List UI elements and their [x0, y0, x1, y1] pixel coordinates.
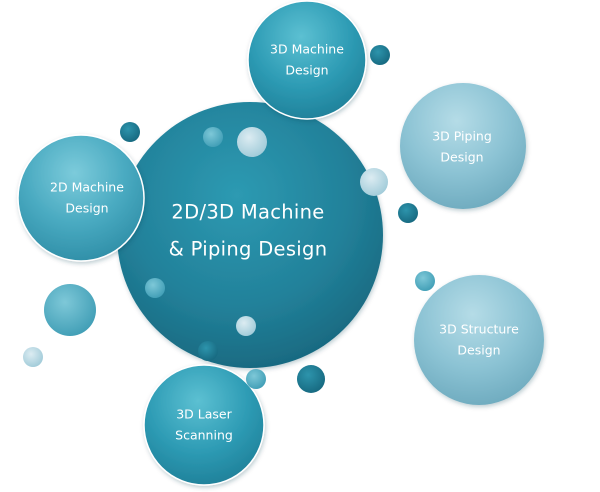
decor-dot	[360, 168, 388, 196]
decor-dot	[246, 369, 266, 389]
decor-dot	[237, 127, 267, 157]
decor-dot	[297, 365, 325, 393]
decor-dot	[120, 122, 140, 142]
decor-dot	[145, 278, 165, 298]
node-label-3d-machine-line1: 3D Machine	[270, 42, 344, 57]
decor-dot	[370, 45, 390, 65]
node-label-3d-laser-line2: Scanning	[175, 428, 233, 443]
node-bubble-3d-structure	[414, 275, 544, 405]
node-label-3d-machine-line2: Design	[285, 63, 328, 78]
decor-dot	[44, 284, 96, 336]
node-bubble-3d-piping	[400, 83, 526, 209]
node-bubble-3d-laser	[143, 364, 265, 486]
center-label-line1: 2D/3D Machine	[171, 201, 324, 224]
decor-dot	[398, 203, 418, 223]
decor-dot	[198, 341, 218, 361]
node-bubble-2d-machine	[17, 134, 145, 262]
center-bubble	[117, 102, 383, 368]
decor-dot	[415, 271, 435, 291]
node-bubble-3d-machine	[247, 0, 367, 120]
decor-dot	[203, 127, 223, 147]
node-label-3d-piping-line2: Design	[440, 150, 483, 165]
node-label-3d-piping-line1: 3D Piping	[432, 129, 492, 144]
node-label-2d-machine-line2: Design	[65, 201, 108, 216]
node-label-2d-machine-line1: 2D Machine	[50, 180, 124, 195]
decor-dot	[23, 347, 43, 367]
decor-dot	[236, 316, 256, 336]
node-label-3d-structure-line2: Design	[457, 343, 500, 358]
center-label-line2: & Piping Design	[169, 238, 328, 261]
node-label-3d-laser-line1: 3D Laser	[176, 407, 232, 422]
node-label-3d-structure-line1: 3D Structure	[439, 322, 519, 337]
